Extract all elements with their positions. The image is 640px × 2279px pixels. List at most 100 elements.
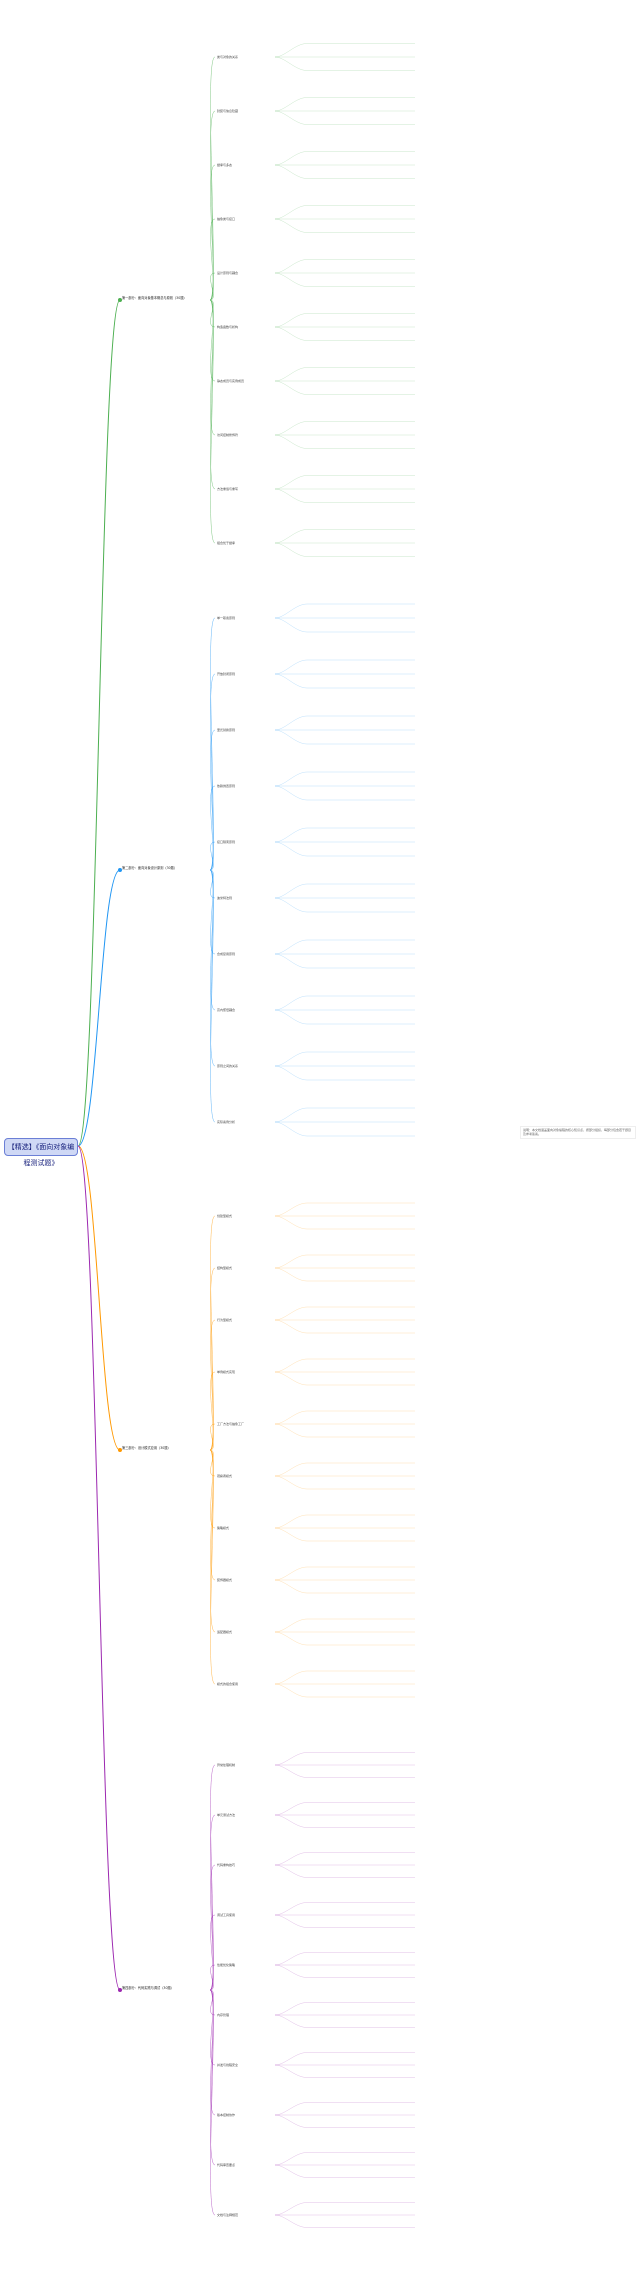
item-node[interactable]: 组合优于继承 (217, 541, 236, 545)
item-node[interactable]: 模式的组合使用 (217, 1682, 239, 1686)
branch-link (77, 869, 121, 1147)
item-link (209, 1814, 216, 1991)
leaf-link (274, 939, 415, 955)
item-node[interactable]: 封装与信息隐藏 (217, 109, 239, 113)
item-link (209, 110, 216, 301)
item-link (209, 673, 216, 871)
item-node[interactable]: 设计原则与耦合 (217, 271, 239, 275)
item-node[interactable]: 方法重载与重写 (217, 487, 239, 491)
item-node[interactable]: 高内聚低耦合 (217, 1008, 236, 1012)
item-node[interactable]: 调试工具使用 (217, 1913, 236, 1917)
item-node[interactable]: 版本控制协作 (217, 2113, 236, 2117)
leaf-link (274, 488, 415, 503)
leaf-link (274, 205, 415, 220)
leaf-link (274, 883, 415, 899)
item-node[interactable]: 抽象类与接口 (217, 217, 236, 221)
leaf-link (274, 259, 415, 274)
item-node[interactable]: 开放封闭原则 (217, 672, 236, 676)
leaf-link (274, 475, 415, 490)
leaf-link (274, 542, 415, 557)
branch-node[interactable]: 第四部分：代码实践与调试（30题） (122, 1986, 174, 1990)
branch-bullet-icon (118, 1448, 122, 1452)
leaf-link (274, 729, 415, 745)
item-node[interactable]: 行为型模式 (217, 1318, 233, 1322)
item-node[interactable]: 适配器模式 (217, 1630, 233, 1634)
branch-link (77, 1145, 121, 1451)
leaf-link (274, 2102, 415, 2116)
leaf-link (274, 1202, 415, 1217)
leaf-link (274, 1764, 415, 1778)
item-node[interactable]: 结构型模式 (217, 1266, 233, 1270)
leaf-link (274, 1579, 415, 1594)
item-node[interactable]: 继承与多态 (217, 163, 233, 167)
leaf-link (274, 2114, 415, 2128)
item-link (209, 869, 216, 1123)
leaf-link (274, 2052, 415, 2066)
item-link (209, 1319, 216, 1451)
item-node[interactable]: 原则之间的关系 (217, 1064, 239, 1068)
leaf-link (274, 1752, 415, 1766)
item-node[interactable]: 创建型模式 (217, 1214, 233, 1218)
leaf-link (274, 2202, 415, 2216)
item-node[interactable]: 性能优化策略 (217, 1963, 236, 1967)
item-node[interactable]: 策略模式 (217, 1526, 230, 1530)
item-node[interactable]: 静态成员与实例成员 (217, 379, 245, 383)
leaf-link (274, 659, 415, 675)
leaf-link (274, 97, 415, 112)
leaf-link (274, 1683, 415, 1698)
item-node[interactable]: 工厂方法与抽象工厂 (217, 1422, 245, 1426)
item-node[interactable]: 装饰器模式 (217, 1578, 233, 1582)
item-node[interactable]: 代码审查要点 (217, 2163, 236, 2167)
leaf-link (274, 367, 415, 382)
leaf-link (274, 1371, 415, 1386)
item-node[interactable]: 访问控制修饰符 (217, 433, 239, 437)
item-link (209, 218, 216, 301)
leaf-link (274, 272, 415, 287)
branch-node[interactable]: 第二部分：面向对象设计原则（30题） (122, 866, 178, 870)
item-node[interactable]: 内存管理 (217, 2013, 230, 2017)
leaf-link (274, 2064, 415, 2078)
item-node[interactable]: 实际案例分析 (217, 1120, 236, 1124)
leaf-link (274, 771, 415, 787)
item-node[interactable]: 类与对象的关系 (217, 55, 239, 59)
item-node[interactable]: 构造函数与析构 (217, 325, 239, 329)
leaf-link (274, 1065, 415, 1081)
leaf-link (274, 1423, 415, 1438)
item-node[interactable]: 接口隔离原则 (217, 840, 236, 844)
leaf-link (274, 995, 415, 1011)
item-node[interactable]: 依赖倒置原则 (217, 784, 236, 788)
leaf-link (274, 110, 415, 125)
branch-node[interactable]: 第一部分：面向对象基本概念与原则（30题） (122, 296, 187, 300)
item-node[interactable]: 单一职责原则 (217, 616, 236, 620)
leaf-link (274, 617, 415, 633)
item-link (209, 164, 216, 301)
leaf-link (274, 326, 415, 341)
item-node[interactable]: 代码重构技巧 (217, 1863, 236, 1867)
leaf-link (274, 1475, 415, 1490)
item-node[interactable]: 观察者模式 (217, 1474, 233, 1478)
leaf-link (274, 218, 415, 233)
leaf-link (274, 1121, 415, 1137)
leaf-link (274, 1864, 415, 1878)
leaf-link (274, 1051, 415, 1067)
item-node[interactable]: 合成复用原则 (217, 952, 236, 956)
item-node[interactable]: 单元测试方法 (217, 1813, 236, 1817)
item-link (209, 299, 216, 544)
item-node[interactable]: 单例模式实现 (217, 1370, 236, 1374)
leaf-link (274, 1670, 415, 1685)
item-node[interactable]: 并发与线程安全 (217, 2063, 239, 2067)
leaf-link (274, 1462, 415, 1477)
leaf-link (274, 1802, 415, 1816)
root-node[interactable]: 【精选】《面向对象编程测试题》 (4, 1138, 78, 1167)
leaf-link (274, 164, 415, 179)
item-node[interactable]: 里氏替换原则 (217, 728, 236, 732)
branch-node[interactable]: 第三部分：设计模式应用（30题） (122, 1446, 171, 1450)
item-node[interactable]: 文档与注释规范 (217, 2213, 239, 2217)
branch-link (77, 1145, 121, 1991)
item-node[interactable]: 迪米特法则 (217, 896, 233, 900)
item-node[interactable]: 异常处理机制 (217, 1763, 236, 1767)
leaf-link (274, 1514, 415, 1529)
leaf-link (274, 1267, 415, 1282)
item-link (209, 785, 216, 871)
